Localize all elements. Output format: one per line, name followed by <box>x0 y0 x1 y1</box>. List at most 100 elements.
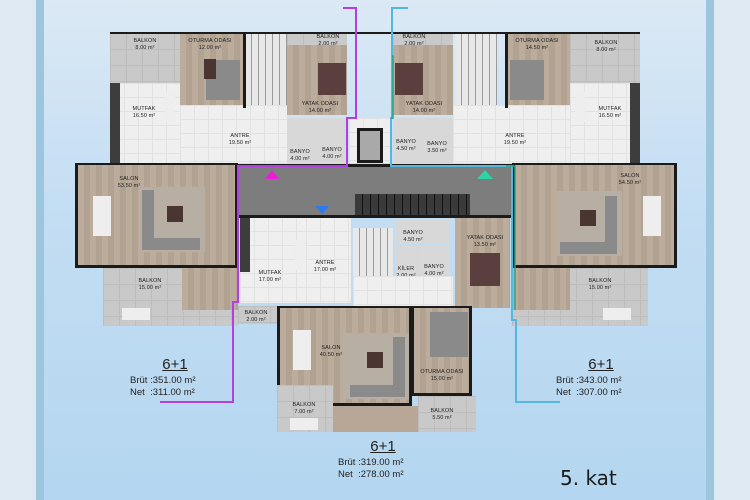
middle-kitchen-table <box>295 240 305 270</box>
right-dining-table <box>643 196 661 236</box>
left-banyo-2 <box>317 118 347 163</box>
left-frame-edge <box>0 0 36 500</box>
left-antre <box>180 105 287 163</box>
right-salon-extension <box>512 268 570 310</box>
right-frame-edge <box>714 0 750 500</box>
middle-salon-coffee-table <box>367 352 383 368</box>
middle-salon-terrace <box>333 406 418 432</box>
middle-kitchen-counter <box>240 217 250 272</box>
middle-dining-table <box>293 330 311 370</box>
left-dining-table <box>93 196 111 236</box>
left-internal-stairs <box>245 33 287 108</box>
left-balcony-table <box>122 308 150 320</box>
right-salon-coffee-table <box>580 210 596 226</box>
right-bed <box>395 63 423 95</box>
right-salon-sofa-a <box>605 196 617 254</box>
middle-balcony-table <box>290 418 318 430</box>
right-salon-sofa-b <box>560 242 617 254</box>
wall-corridor-top <box>238 164 512 167</box>
middle-unit-gross: Brüt :319.00 m² <box>338 457 404 468</box>
middle-balkon-right <box>418 396 476 432</box>
left-salon-sofa-a <box>142 190 154 250</box>
right-kitchen-table <box>575 92 585 122</box>
left-banyo-1 <box>287 118 317 163</box>
wall-top <box>110 32 640 34</box>
right-balkon-small <box>393 33 453 45</box>
middle-antre <box>306 217 351 303</box>
wall-left-stair <box>243 33 246 108</box>
left-salon-coffee-table <box>167 206 183 222</box>
left-salon-sofa-b <box>142 238 200 250</box>
elevator-shaft <box>357 128 383 163</box>
left-unit-entry-marker <box>265 170 279 179</box>
middle-kiler-label: KİLER2.00 m² <box>396 266 415 279</box>
right-internal-stairs <box>455 33 497 108</box>
middle-unit-entry-marker <box>315 206 329 214</box>
middle-oturma-sofa <box>430 312 468 357</box>
middle-hall <box>353 276 453 306</box>
wall-right-stair <box>505 33 508 108</box>
middle-internal-stairs <box>353 228 393 276</box>
left-kitchen-table <box>165 92 175 122</box>
left-unit-type: 6+1 <box>162 356 188 373</box>
right-balcony-table <box>603 308 631 320</box>
right-unit-entry-marker <box>477 170 493 179</box>
left-unit-net: Net :311.00 m² <box>130 387 195 398</box>
left-oturma-table <box>204 59 216 79</box>
middle-unit-summary: 6+1 Brüt :319.00 m² Net :278.00 m² <box>338 438 428 481</box>
right-unit-net: Net :307.00 m² <box>556 387 622 398</box>
middle-bed <box>470 253 500 286</box>
middle-banyo-2 <box>418 246 450 276</box>
right-banyo-2 <box>423 118 453 163</box>
right-antre <box>453 105 570 163</box>
middle-salon-sofa-b <box>350 385 405 397</box>
middle-salon-sofa-a <box>393 337 405 397</box>
right-unit-gross: Brüt :343.00 m² <box>556 375 622 386</box>
left-unit-gross: Brüt :351.00 m² <box>130 375 196 386</box>
right-kitchen-counter <box>630 83 640 163</box>
right-oturma-sofa <box>510 60 544 100</box>
right-balkon-top <box>570 33 640 83</box>
left-kitchen-counter <box>110 83 120 163</box>
left-unit-summary: 6+1 Brüt :351.00 m² Net :311.00 m² <box>130 356 220 399</box>
floor-level-label: 5. kat <box>560 466 617 490</box>
right-unit-type: 6+1 <box>588 356 614 373</box>
left-salon-extension <box>182 268 238 310</box>
left-balkon-top <box>110 33 180 83</box>
left-balkon-small <box>287 33 347 45</box>
right-banyo-1 <box>393 118 423 163</box>
middle-kiler <box>395 246 417 276</box>
middle-banyo-1 <box>395 219 450 244</box>
middle-unit-net: Net :278.00 m² <box>338 469 404 480</box>
right-mutfak <box>570 83 640 163</box>
